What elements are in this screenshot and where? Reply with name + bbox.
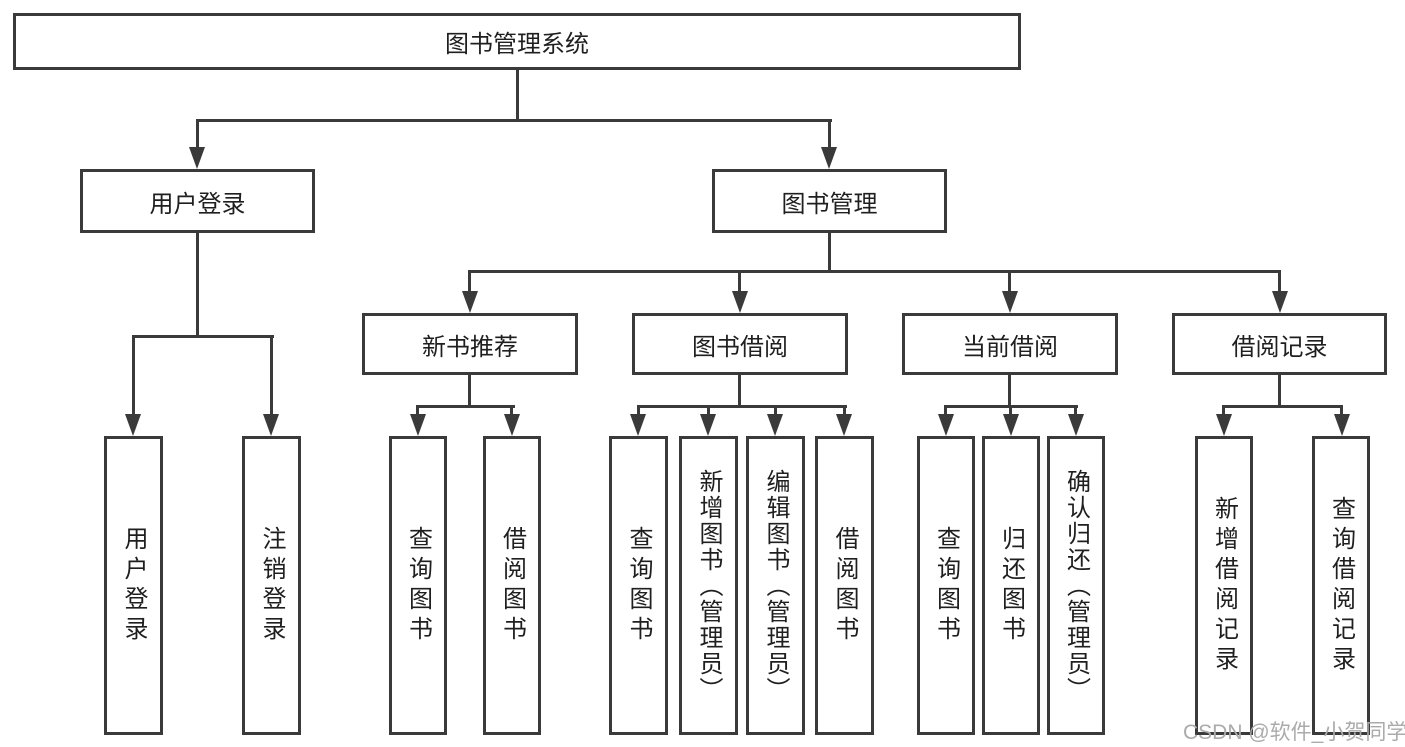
node-label: 编辑图书（管理员） — [762, 468, 789, 703]
leaf-add-borrow-record: 新增借阅记录 — [1195, 436, 1253, 735]
connector-vline — [1278, 270, 1281, 293]
arrowhead-down-icon — [700, 414, 716, 436]
connector-vline — [738, 375, 741, 408]
arrowhead-down-icon — [1002, 291, 1018, 313]
arrowhead-down-icon — [125, 414, 141, 436]
node-label: 图书管理系统 — [445, 31, 589, 58]
node-label: 查询图书 — [932, 525, 960, 646]
connector-vline — [196, 233, 199, 335]
connector-vline — [843, 405, 846, 416]
node-label: 新增借阅记录 — [1210, 495, 1238, 676]
arrowhead-down-icon — [410, 414, 426, 436]
node-label: 当前借阅 — [962, 333, 1058, 361]
node-label: 查询图书 — [625, 525, 652, 646]
arrowhead-down-icon — [1003, 414, 1019, 436]
connector-hline — [637, 405, 847, 408]
connector-vline — [707, 405, 710, 416]
connector-vline — [1074, 405, 1077, 416]
node-root-title: 图书管理系统 — [13, 13, 1021, 70]
arrowhead-down-icon — [630, 414, 646, 436]
arrowhead-down-icon — [767, 414, 783, 436]
connector-vline — [774, 405, 777, 416]
arrowhead-down-icon — [1068, 414, 1084, 436]
node-label: 借阅记录 — [1231, 333, 1328, 361]
leaf-edit-book-admin: 编辑图书（管理员） — [746, 436, 805, 735]
watermark-text: CSDN @软件_小贺同学 — [1183, 721, 1405, 744]
connector-hline — [132, 335, 274, 338]
connector-vline — [1278, 375, 1281, 408]
node-book-borrow: 图书借阅 — [632, 313, 848, 375]
node-label: 图书借阅 — [692, 333, 788, 361]
node-label: 新增图书（管理员） — [695, 468, 722, 703]
connector-vline — [1009, 405, 1012, 416]
leaf-confirm-return-admin: 确认归还（管理员） — [1047, 436, 1105, 735]
arrowhead-down-icon — [1216, 414, 1232, 436]
arrowhead-down-icon — [504, 414, 520, 436]
connector-vline — [510, 405, 513, 416]
node-label: 新书推荐 — [422, 333, 518, 361]
connector-vline — [468, 375, 471, 408]
node-new-book-recommend: 新书推荐 — [362, 313, 578, 375]
arrowhead-down-icon — [189, 147, 205, 169]
arrowhead-down-icon — [263, 414, 279, 436]
connector-vline — [1340, 405, 1343, 416]
connector-vline — [1008, 375, 1011, 408]
connector-hline — [468, 270, 1281, 273]
leaf-user-login: 用户登录 — [104, 436, 163, 735]
connector-vline — [196, 119, 199, 150]
connector-vline — [1008, 270, 1011, 293]
node-label: 借阅图书 — [498, 525, 526, 646]
connector-vline — [132, 335, 135, 416]
connector-vline — [828, 233, 831, 273]
node-label: 归还图书 — [997, 525, 1025, 646]
connector-vline — [516, 70, 519, 119]
connector-hline — [416, 405, 515, 408]
leaf-return-books: 归还图书 — [982, 436, 1040, 735]
node-label: 用户登录 — [120, 525, 147, 646]
arrowhead-down-icon — [732, 291, 748, 313]
leaf-query-books-recommend: 查询图书 — [389, 436, 447, 735]
node-book-management: 图书管理 — [712, 169, 947, 233]
arrowhead-down-icon — [1334, 414, 1350, 436]
node-user-login: 用户登录 — [80, 169, 315, 233]
arrowhead-down-icon — [462, 291, 478, 313]
connector-hline — [196, 119, 832, 122]
connector-vline — [416, 405, 419, 416]
connector-vline — [270, 335, 273, 416]
leaf-query-borrow-record: 查询借阅记录 — [1312, 436, 1370, 735]
connector-vline — [468, 270, 471, 293]
arrowhead-down-icon — [1272, 291, 1288, 313]
leaf-borrow-books: 借阅图书 — [815, 436, 874, 735]
arrowhead-down-icon — [938, 414, 954, 436]
node-label: 用户登录 — [149, 190, 246, 218]
connector-vline — [738, 270, 741, 293]
node-label: 查询借阅记录 — [1327, 495, 1355, 676]
connector-vline — [828, 119, 831, 150]
leaf-query-books-borrow: 查询图书 — [609, 436, 668, 735]
node-borrow-records: 借阅记录 — [1172, 313, 1387, 375]
node-label: 确认归还（管理员） — [1062, 468, 1090, 703]
node-label: 借阅图书 — [831, 525, 858, 646]
leaf-query-books-current: 查询图书 — [917, 436, 975, 735]
node-current-borrow: 当前借阅 — [902, 313, 1118, 375]
leaf-borrow-books-recommend: 借阅图书 — [483, 436, 541, 735]
connector-vline — [637, 405, 640, 416]
arrowhead-down-icon — [836, 414, 852, 436]
node-label: 图书管理 — [781, 190, 878, 218]
connector-vline — [944, 405, 947, 416]
arrowhead-down-icon — [821, 147, 837, 169]
connector-vline — [1222, 405, 1225, 416]
node-label: 注销登录 — [258, 525, 285, 646]
node-label: 查询图书 — [404, 525, 432, 646]
connector-hline — [1222, 405, 1343, 408]
leaf-add-book-admin: 新增图书（管理员） — [679, 436, 738, 735]
leaf-logout-login: 注销登录 — [242, 436, 301, 735]
